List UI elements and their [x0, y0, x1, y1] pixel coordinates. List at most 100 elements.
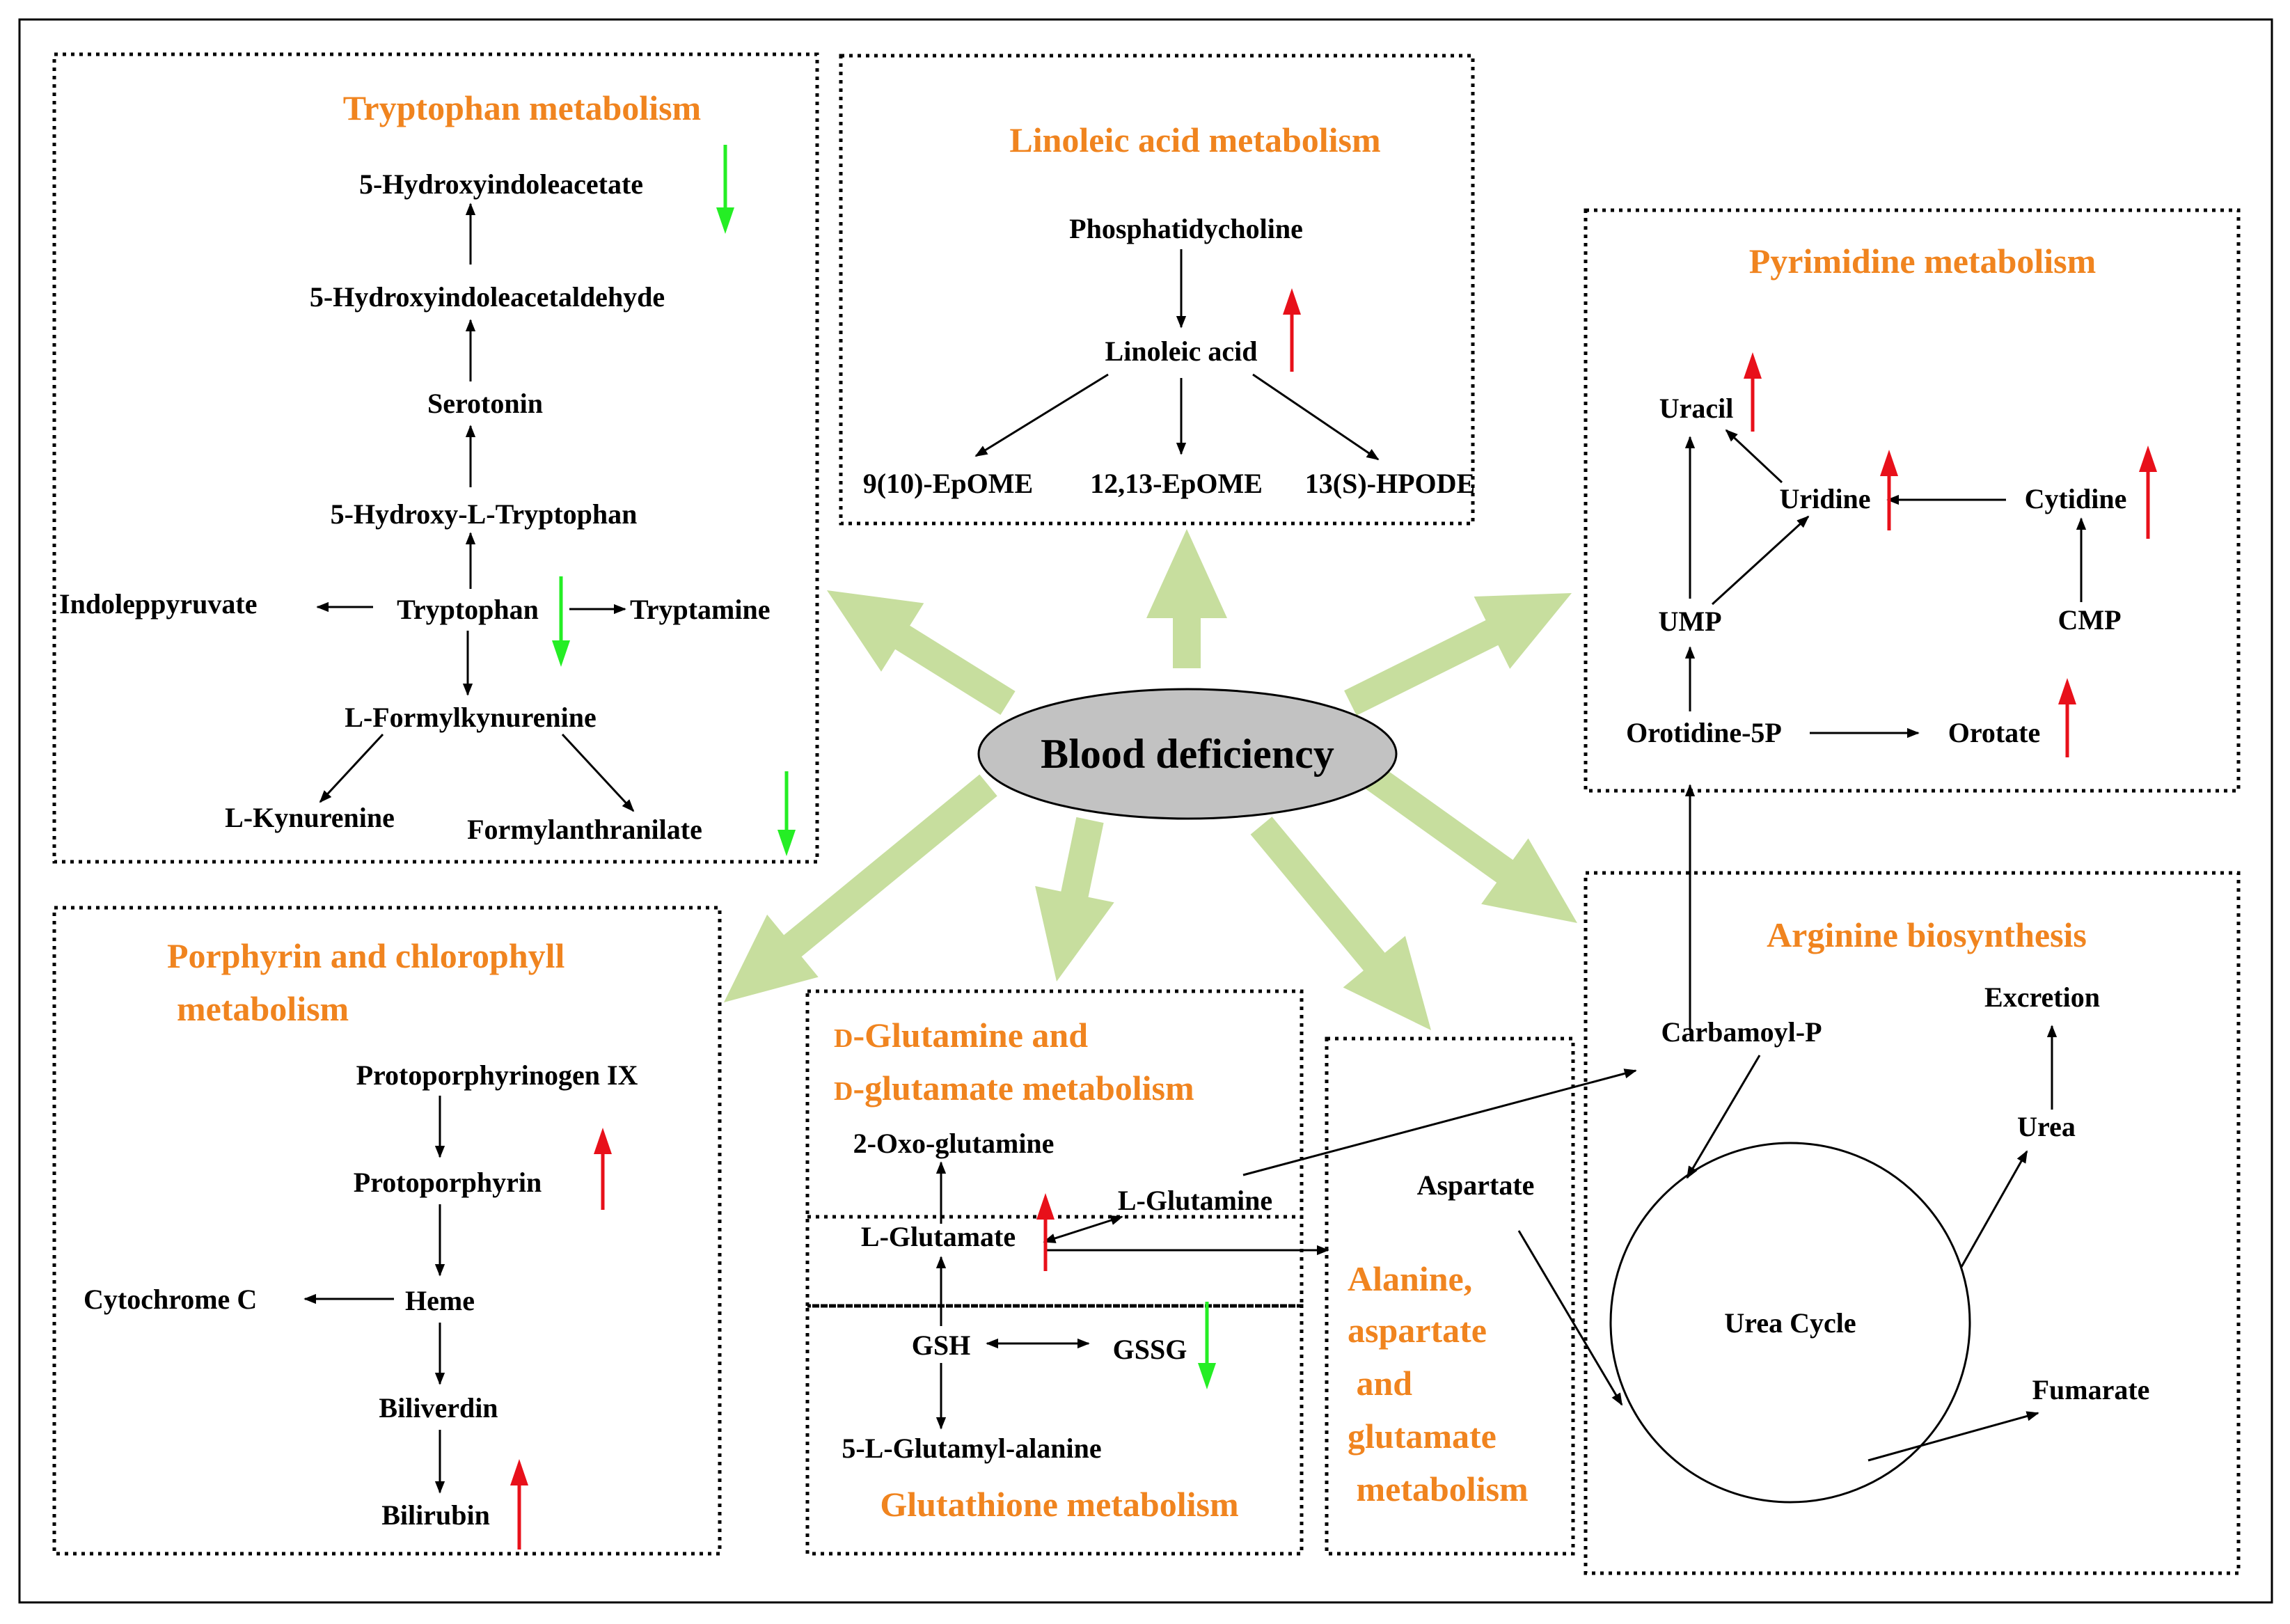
outer-frame [18, 18, 2273, 1604]
regulation-up-arrow-orotate [2058, 678, 2076, 757]
arginine-edges [1517, 1025, 2058, 1462]
node-bilirubin: Bilirubin [381, 1499, 490, 1531]
alanine-title-line2: aspartate [1348, 1311, 1487, 1350]
arginine-panel: Arginine biosynthesis Carbamoyl-P Excret… [1517, 871, 2241, 1575]
center-ellipse [977, 688, 1398, 820]
big-arrow-alanine [1250, 817, 1431, 1030]
porphyrin-title-line1: Porphyrin and chlorophyll [167, 936, 565, 975]
node-9-10-epome: 9(10)-EpOME [863, 468, 1033, 499]
big-arrow-porphyrin [724, 774, 997, 1002]
node-l-glutamine: L-Glutamine [1118, 1185, 1272, 1216]
node-serotonin: Serotonin [427, 388, 543, 419]
regulation-down-arrow-5-hydroxyindoleacetate [716, 145, 734, 234]
node-cmp: CMP [2058, 604, 2121, 636]
porphyrin-box [52, 906, 722, 1556]
linoleic-title: Linoleic acid metabolism [1009, 120, 1380, 159]
glutamine-title-line1-rest: -Glutamine and [853, 1016, 1088, 1055]
big-arrow-linoleic [1146, 529, 1227, 668]
node-5-hydroxyindoleacetate: 5-Hydroxyindoleacetate [359, 168, 643, 200]
pyrimidine-box [1584, 208, 2241, 793]
linoleic-box [839, 54, 1475, 526]
alanine-panel: Aspartate Alanine, aspartate and glutama… [1325, 1036, 1575, 1556]
big-arrow-arginine [1364, 765, 1577, 923]
node-tryptophan: Tryptophan [397, 594, 539, 625]
urea-cycle-circle [1609, 1142, 1971, 1504]
node-cytidine: Cytidine [2025, 483, 2127, 514]
node-12-13-epome: 12,13-EpOME [1090, 468, 1263, 499]
glutathione-title: Glutathione metabolism [880, 1485, 1238, 1524]
glutamine-edges [935, 1069, 1637, 1430]
alanine-title-line1: Alanine, [1348, 1259, 1472, 1298]
node-biliverdin: Biliverdin [379, 1392, 498, 1424]
arginine-title: Arginine biosynthesis [1767, 915, 2087, 954]
tryptophan-edges [316, 203, 635, 812]
porphyrin-edges [303, 1096, 445, 1494]
center-label: Blood deficiency [1041, 731, 1334, 777]
glutamine-title-line1-prefix: D [834, 1024, 853, 1053]
regulation-down-arrow-gssg [1198, 1302, 1216, 1389]
regulation-up-arrow-uridine [1880, 450, 1898, 530]
big-arrow-pyrimidine [1344, 593, 1572, 716]
big-arrows [724, 529, 1577, 1030]
node-uridine: Uridine [1779, 483, 1870, 514]
node-tryptamine: Tryptamine [630, 594, 770, 625]
node-5-l-glutamyl-alanine: 5-L-Glutamyl-alanine [842, 1433, 1101, 1464]
regulation-down-arrow-formylanthranilate [777, 771, 796, 856]
porphyrin-title-line2: metabolism [177, 989, 349, 1028]
glutamine-panel: D-Glutamine and D-glutamate metabolism 2… [805, 989, 1637, 1556]
tryptophan-title: Tryptophan metabolism [343, 88, 701, 127]
alanine-title-line5: metabolism [1348, 1469, 1529, 1508]
node-aspartate: Aspartate [1417, 1169, 1535, 1201]
big-arrow-tryptophan [827, 590, 1016, 715]
regulation-up-arrow-uracil [1744, 352, 1762, 432]
node-5-hydroxy-l-tryptophan: 5-Hydroxy-L-Tryptophan [331, 498, 638, 530]
alanine-title-line4: glutamate [1348, 1417, 1497, 1456]
regulation-up-arrow-bilirubin [510, 1459, 528, 1550]
node-l-kynurenine: L-Kynurenine [225, 802, 395, 833]
node-13s-hpode: 13(S)-HPODE [1305, 468, 1475, 499]
arginine-box [1584, 871, 2241, 1575]
node-fumarate: Fumarate [2032, 1374, 2150, 1405]
glutamine-title-line2: D-glutamate metabolism [834, 1069, 1194, 1107]
node-5-hydroxyindoleacetaldehyde: 5-Hydroxyindoleacetaldehyde [310, 281, 665, 313]
node-urea: Urea [2017, 1111, 2076, 1142]
regulation-down-arrow-tryptophan [552, 576, 570, 667]
alanine-title-line3: and [1348, 1364, 1412, 1403]
center-node: Blood deficiency [977, 688, 1398, 820]
pyrimidine-panel: Pyrimidine metabolism Uracil Uridine Cyt… [1584, 208, 2241, 1030]
regulation-up-arrow-cytidine [2139, 446, 2157, 539]
node-carbamoyl-p: Carbamoyl-P [1661, 1016, 1822, 1048]
tryptophan-panel: Tryptophan metabolism 5-Hydroxyindoleace… [52, 52, 819, 864]
pyrimidine-edges [1684, 429, 2087, 1030]
node-cytochrome-c: Cytochrome C [84, 1284, 257, 1315]
pyrimidine-title: Pyrimidine metabolism [1749, 242, 2096, 281]
node-protoporphyrin: Protoporphyrin [354, 1167, 542, 1198]
node-gsh: GSH [912, 1330, 970, 1361]
node-linoleic-acid: Linoleic acid [1105, 336, 1258, 367]
glutamine-title-line2-rest: -glutamate metabolism [853, 1069, 1194, 1107]
glutamate-inner-box [805, 1215, 1304, 1308]
node-protoporphyrinogen-ix: Protoporphyrinogen IX [356, 1059, 638, 1091]
glutamine-title-line2-prefix: D [834, 1077, 853, 1106]
node-uracil: Uracil [1659, 393, 1734, 424]
glutamine-title-line1: D-Glutamine and [834, 1016, 1088, 1055]
node-orotate: Orotate [1948, 717, 2041, 748]
node-excretion: Excretion [1984, 982, 2100, 1013]
node-2-oxo-glutamine: 2-Oxo-glutamine [853, 1128, 1055, 1159]
glutathione-box [805, 1304, 1304, 1556]
node-orotidine-5p: Orotidine-5P [1626, 717, 1782, 748]
regulation-up-arrow-l-glutamate [1036, 1193, 1055, 1271]
alanine-box [1325, 1036, 1575, 1556]
regulation-arrows [510, 145, 2157, 1550]
node-urea-cycle: Urea Cycle [1724, 1307, 1856, 1339]
linoleic-panel: Linoleic acid metabolism Phosphatidychol… [839, 54, 1475, 526]
node-indolepyruvate: Indoleppyruvate [59, 588, 258, 620]
node-ump: UMP [1658, 606, 1721, 637]
node-gssg: GSSG [1113, 1334, 1187, 1365]
node-heme: Heme [405, 1285, 475, 1316]
node-phosphatidylcholine: Phosphatidycholine [1069, 213, 1303, 244]
node-formylanthranilate: Formylanthranilate [467, 814, 702, 845]
node-l-formylkynurenine: L-Formylkynurenine [345, 702, 597, 733]
regulation-up-arrow-linoleic-acid [1283, 288, 1301, 372]
